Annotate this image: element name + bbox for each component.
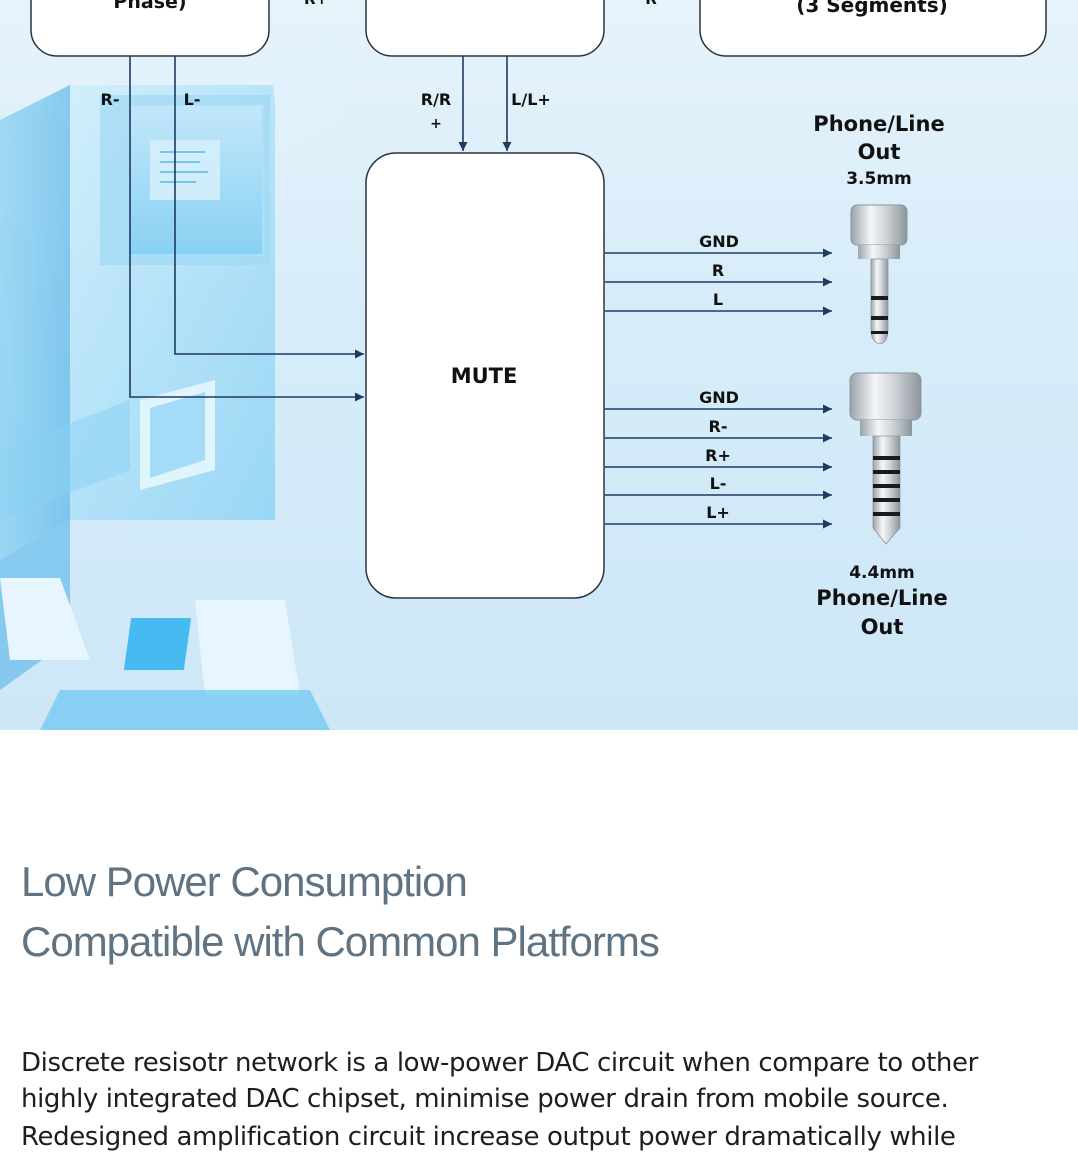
output-lines-44mm	[605, 404, 832, 529]
ll-input-label: L/L+	[511, 90, 551, 109]
chip-graphic	[127, 104, 264, 256]
top-block-phase-label: Phase)	[113, 0, 186, 13]
jack-44mm-icon	[849, 372, 922, 545]
jack-44-title-line2: Out	[861, 615, 904, 639]
mute-label: MUTE	[451, 364, 518, 388]
jack-35-size: 3.5mm	[846, 169, 912, 189]
output-44-l-minus-label: L-	[710, 474, 727, 493]
jack-35-title-line2: Out	[858, 140, 901, 164]
top-connector-label-right: R	[645, 0, 657, 8]
output-44-r-plus-label: R+	[705, 446, 731, 465]
section-body: Discrete resisotr network is a low-power…	[21, 1045, 1061, 1157]
body-paragraph-1: Discrete resisotr network is a low-power…	[21, 1048, 978, 1114]
diagram-panel: Phase) (3 Segments) R+ R R- L- R/R + L/L…	[0, 0, 1078, 730]
signal-diagram: Phase) (3 Segments) R+ R R- L- R/R + L/L…	[0, 0, 1047, 730]
top-block-phase: Phase)	[30, 0, 270, 57]
output-lines-35mm	[605, 248, 832, 316]
l-minus-line	[174, 56, 364, 359]
section-heading-line1: Low Power Consumption	[21, 858, 468, 905]
body-paragraph-2: Redesigned amplification circuit increas…	[21, 1122, 956, 1152]
top-block-segments-label: (3 Segments)	[796, 0, 948, 17]
jack-44-title-line1: Phone/Line	[816, 586, 947, 610]
jack-35mm-icon	[850, 204, 908, 345]
rr-input-label: R/R	[421, 90, 451, 109]
top-block-segments: (3 Segments)	[699, 0, 1047, 57]
r-minus-label: R-	[101, 90, 120, 109]
jack-35-title-line1: Phone/Line	[813, 112, 944, 136]
background-illustration	[0, 35, 345, 730]
rr-input-label-plus: +	[430, 116, 442, 132]
mute-block: MUTE	[365, 152, 605, 599]
output-44-l-plus-label: L+	[706, 503, 730, 522]
mute-input-lines	[458, 56, 512, 151]
output-35-l-label: L	[713, 290, 723, 309]
output-35-r-label: R	[712, 261, 724, 280]
top-block-middle	[365, 0, 605, 57]
output-44-gnd-label: GND	[699, 388, 739, 407]
output-35-gnd-label: GND	[699, 232, 739, 251]
output-44-r-minus-label: R-	[709, 417, 728, 436]
section-heading: Low Power Consumption Compatible with Co…	[21, 852, 1061, 972]
r-minus-line	[129, 56, 364, 402]
l-minus-label: L-	[184, 90, 201, 109]
left-signal-lines	[129, 56, 364, 402]
jack-44-size: 4.4mm	[849, 563, 915, 583]
top-connector-label-left: R+	[304, 0, 328, 8]
section-heading-line2: Compatible with Common Platforms	[21, 918, 660, 965]
